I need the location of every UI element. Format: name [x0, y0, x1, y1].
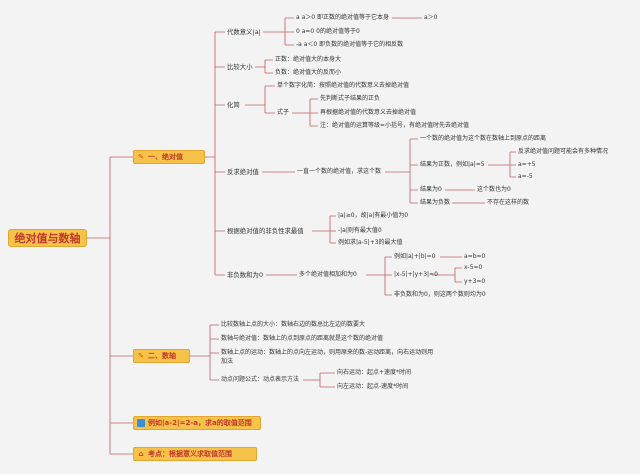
topic-label: 一、绝对值 [148, 153, 183, 161]
node-compare-negative[interactable]: 负数：绝对值大的反而小 [275, 69, 342, 76]
node-reverse-plus5[interactable]: a=+5 [518, 161, 536, 168]
pencil-icon: ✎ [138, 153, 144, 161]
topic-absolute-value[interactable]: ✎ 一、绝对值 [133, 150, 205, 164]
topic-label: 二、数轴 [148, 352, 176, 360]
node-positive-rule[interactable]: a a＞0 即正数的绝对值等于它本身 [296, 14, 389, 21]
node-compare-positive[interactable]: 正数：绝对值大的本身大 [275, 56, 342, 63]
topic-label: 例如|a-2|=2-a，求a的取值范围 [148, 419, 252, 427]
node-sum-conclusion[interactable]: 非负数和为0，则这两个数则均为0 [394, 291, 486, 298]
node-nonneg-sum[interactable]: 非负数和为0 [227, 271, 264, 279]
node-sum-example2-y[interactable]: y+3=0 [464, 278, 486, 285]
node-sum-example2[interactable]: |x-5|+|y+3|=0 [394, 271, 438, 278]
node-negative-rule[interactable]: -a a＜0 即负数的绝对值等于它的相反数 [296, 41, 404, 48]
node-expression-note[interactable]: 注：绝对值的运算等级=小括号，有绝对值时先去绝对值 [320, 122, 470, 129]
node-reverse[interactable]: 反求绝对值 [227, 168, 259, 176]
node-reverse-main[interactable]: 一直一个数的绝对值，求这个数 [297, 168, 382, 175]
node-reverse-negative[interactable]: 结果为负数 [420, 199, 451, 206]
node-axis-motion-cont: 加法 [221, 358, 234, 365]
node-reverse-zero-result[interactable]: 这个数也为0 [477, 186, 511, 193]
topic-label: 考点：根据意义求取值范围 [148, 450, 232, 458]
node-expression-step1[interactable]: 先判断式子结果的正负 [320, 95, 381, 102]
node-max-value[interactable]: -|a|则有最大值0 [338, 227, 382, 234]
node-sum-example1-result[interactable]: a=b=0 [464, 253, 486, 260]
node-reverse-positive[interactable]: 结果为正数，例如|a|=5 [420, 161, 485, 168]
flag-icon [137, 419, 145, 427]
node-expression-step2[interactable]: 再根据绝对值的代数意义去掉绝对值 [320, 109, 417, 116]
node-reverse-multiple[interactable]: 反求绝对值问题可能会有多种情况 [518, 148, 609, 155]
node-expression[interactable]: 式子 [277, 109, 290, 116]
node-reverse-distance[interactable]: 一个数的绝对值为这个数在数轴上到原点的距离 [420, 135, 547, 142]
node-axis-motion[interactable]: 数轴上点的运动：数轴上的点向左运动，则用原来的数-运动距离，向右运动则用 [221, 349, 434, 356]
topic-number-line[interactable]: ✎ 二、数轴 [133, 349, 190, 363]
node-simplify[interactable]: 化简 [227, 101, 240, 109]
root-topic[interactable]: 绝对值与数轴 [8, 229, 87, 247]
topic-exam-point[interactable]: ⌂ 考点：根据意义求取值范围 [133, 447, 257, 461]
topic-example[interactable]: 例如|a-2|=2-a，求a的取值范围 [133, 416, 261, 430]
node-reverse-minus5[interactable]: a=-5 [518, 173, 533, 180]
node-axis-abs[interactable]: 数轴与绝对值：数轴上的点到原点的距离就是这个数的绝对值 [221, 335, 384, 342]
node-min-value[interactable]: |a|≥0，故|a|有最小值为0 [338, 212, 409, 219]
node-max-example[interactable]: 例如求|a-5|+3的最大值 [338, 239, 403, 246]
node-sum-example2-x[interactable]: x-5=0 [464, 264, 483, 271]
node-reverse-zero[interactable]: 结果为0 [420, 186, 442, 193]
node-nonnegativity[interactable]: 根据绝对值的非负性求最值 [227, 227, 304, 235]
node-nonneg-sum-main[interactable]: 多个绝对值相加和为0 [299, 271, 357, 278]
house-icon: ⌂ [138, 450, 144, 458]
node-axis-moving-point[interactable]: 动点问题公式：动点表示方法 [221, 376, 300, 383]
node-sum-example1[interactable]: 例如|a|+|b|=0 [394, 253, 436, 260]
node-move-right[interactable]: 向右运动：起点+速度*时间 [337, 369, 412, 376]
node-positive-condition[interactable]: a＞0 [424, 14, 438, 21]
node-algebraic-meaning[interactable]: 代数意义|a| [227, 28, 261, 36]
node-simplify-single[interactable]: 单个数字化简：按照绝对值的代数意义去掉绝对值 [277, 82, 410, 89]
node-move-left[interactable]: 向左运动：起点-速度*时间 [337, 383, 409, 390]
node-axis-compare[interactable]: 比较数轴上点的大小：数轴右边的数总比左边的数要大 [221, 321, 366, 328]
node-zero-rule[interactable]: 0 a=0 0的绝对值等于0 [296, 28, 360, 35]
pencil-icon: ✎ [138, 352, 144, 360]
node-reverse-negative-result[interactable]: 不存在这样的数 [487, 199, 530, 206]
node-compare[interactable]: 比较大小 [227, 63, 253, 71]
